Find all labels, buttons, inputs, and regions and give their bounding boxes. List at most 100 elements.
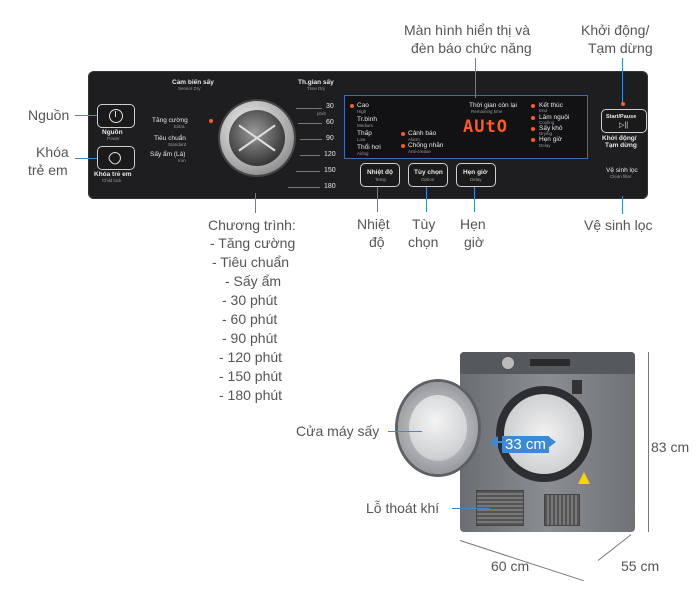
callout-program-line (255, 193, 256, 213)
callout-door: Cửa máy sấy (296, 423, 380, 439)
temp-high-label: Cao (357, 102, 369, 109)
program-item-6: - 90 phút (222, 330, 278, 346)
option-button-label: Tùy chọn (414, 169, 443, 176)
start-vi-label-2: Tạm dừng (605, 142, 637, 149)
temp-airing-label: Thổi hơi (357, 144, 381, 151)
status-drying-indicator (531, 127, 535, 131)
temp-button[interactable]: Nhiệt độ Temp (360, 163, 400, 187)
dryer-drum (504, 394, 584, 474)
callout-start-1: Khởi động/ (581, 22, 650, 38)
temp-airing-sub: Airing (357, 151, 369, 156)
delay-button[interactable]: Hẹn giờ Delay (456, 163, 496, 187)
clean-filter-sub: Clean filter (610, 174, 632, 179)
power-icon-bar (115, 111, 116, 117)
diameter-arrow-right (548, 436, 556, 448)
callout-door-line (388, 431, 422, 432)
mode-iron-label: Sấy ẩm (Là) (150, 151, 186, 158)
dryer-door (398, 382, 478, 474)
segment-display: AUtO (463, 117, 508, 137)
temp-button-label: Nhiệt độ (367, 169, 393, 176)
dryer-mini-display (530, 359, 570, 366)
temp-low-sub: Low (357, 137, 366, 142)
status-cooling-indicator (531, 116, 535, 120)
sensor-dry-sub: Sensor Dry (178, 86, 201, 91)
option-alarm-label: Cảnh báo (408, 130, 437, 137)
program-item-8: - 150 phút (219, 368, 283, 384)
callout-filter-line (622, 196, 623, 214)
temp-high-sub: High (357, 109, 367, 114)
option-button-sub: Option (421, 177, 435, 182)
time-90: 90 (326, 135, 334, 142)
program-item-7: - 120 phút (219, 349, 283, 365)
time-tick-90 (300, 139, 322, 140)
height-label: 83 cm (651, 439, 690, 455)
anti-crease-indicator (401, 144, 405, 148)
mode-iron-sub: Iron (178, 158, 186, 163)
door-glass (409, 395, 467, 461)
option-button[interactable]: Tùy chọn Option (408, 163, 448, 187)
callout-power-line (75, 115, 97, 116)
option-anticrease-sub: Anti-crease (408, 149, 431, 154)
callout-child-lock-1: Khóa (36, 144, 69, 160)
time-tick-180 (288, 187, 320, 188)
callout-filter: Vệ sinh lọc (584, 217, 653, 233)
callout-temp-line (377, 187, 378, 212)
status-delay-indicator (531, 138, 535, 142)
time-tick-30 (296, 108, 322, 109)
dryer-top-panel (460, 352, 635, 374)
callout-program-title: Chương trình: (208, 217, 296, 233)
start-pause-button[interactable]: Start/Pause ▷|| (601, 109, 647, 133)
dial-knob (229, 110, 285, 166)
option-alarm-sub: Alarm (408, 137, 420, 142)
callout-lock-line (75, 158, 97, 159)
option-anticrease-label: Chống nhăn (408, 142, 444, 149)
delay-button-label: Hẹn giờ (463, 169, 488, 176)
dryer-drum-opening (496, 386, 592, 482)
program-item-1: - Tăng cường (210, 235, 296, 251)
dryer-vent-grille (544, 494, 580, 526)
status-end-label: Kết thúc (539, 102, 563, 109)
power-label: Nguồn (102, 129, 123, 136)
callout-child-lock-2: trẻ em (28, 162, 68, 178)
start-vi-label: Khởi động/ (602, 135, 637, 142)
power-button[interactable] (97, 104, 135, 128)
time-120: 120 (324, 151, 336, 158)
start-indicator (621, 102, 625, 106)
time-dry-sub: Time Dry (307, 86, 326, 91)
status-end-indicator (531, 104, 535, 108)
delay-button-sub: Delay (470, 177, 482, 182)
callout-temp-1: Nhiệt (357, 216, 390, 232)
alarm-indicator (401, 132, 405, 136)
status-delay-sub: Delay (539, 143, 551, 148)
callout-vent-line (452, 508, 490, 509)
time-tick-120 (300, 155, 320, 156)
program-item-9: - 180 phút (219, 387, 283, 403)
callout-delay-line (474, 187, 475, 212)
mode-extra-label: Tăng cường (152, 117, 188, 124)
temp-button-sub: Temp (375, 177, 387, 182)
time-dry-title: Th.gian sấy (298, 79, 334, 86)
callout-option-2: chọn (408, 234, 439, 250)
callout-power: Nguồn (28, 107, 70, 123)
temp-medium-label: Tr.bình (357, 116, 377, 123)
time-150: 150 (324, 167, 336, 174)
program-dial[interactable] (220, 101, 294, 175)
child-lock-sub: Child lock (102, 178, 122, 183)
mode-extra-sub: Extra (174, 124, 185, 129)
time-tick-60 (298, 123, 322, 124)
mode-extra-indicator (209, 119, 213, 123)
status-drying-label: Sấy khô (539, 125, 563, 132)
power-icon (109, 109, 123, 123)
callout-vent: Lỗ thoát khí (366, 500, 440, 516)
callout-temp-2: độ (369, 234, 385, 250)
remaining-time-sub: Remaining time (471, 109, 503, 114)
dryer-knob (502, 357, 514, 369)
callout-delay-2: giờ (464, 234, 485, 250)
status-cooling-sub: Cooling (539, 120, 555, 125)
dryer-body (460, 352, 635, 532)
width-label: 60 cm (491, 558, 530, 574)
callout-display-line (475, 58, 476, 98)
child-lock-button[interactable] (97, 146, 135, 170)
status-drying-sub: Drying (539, 131, 553, 136)
callout-display-1: Màn hình hiển thị và (404, 22, 531, 38)
